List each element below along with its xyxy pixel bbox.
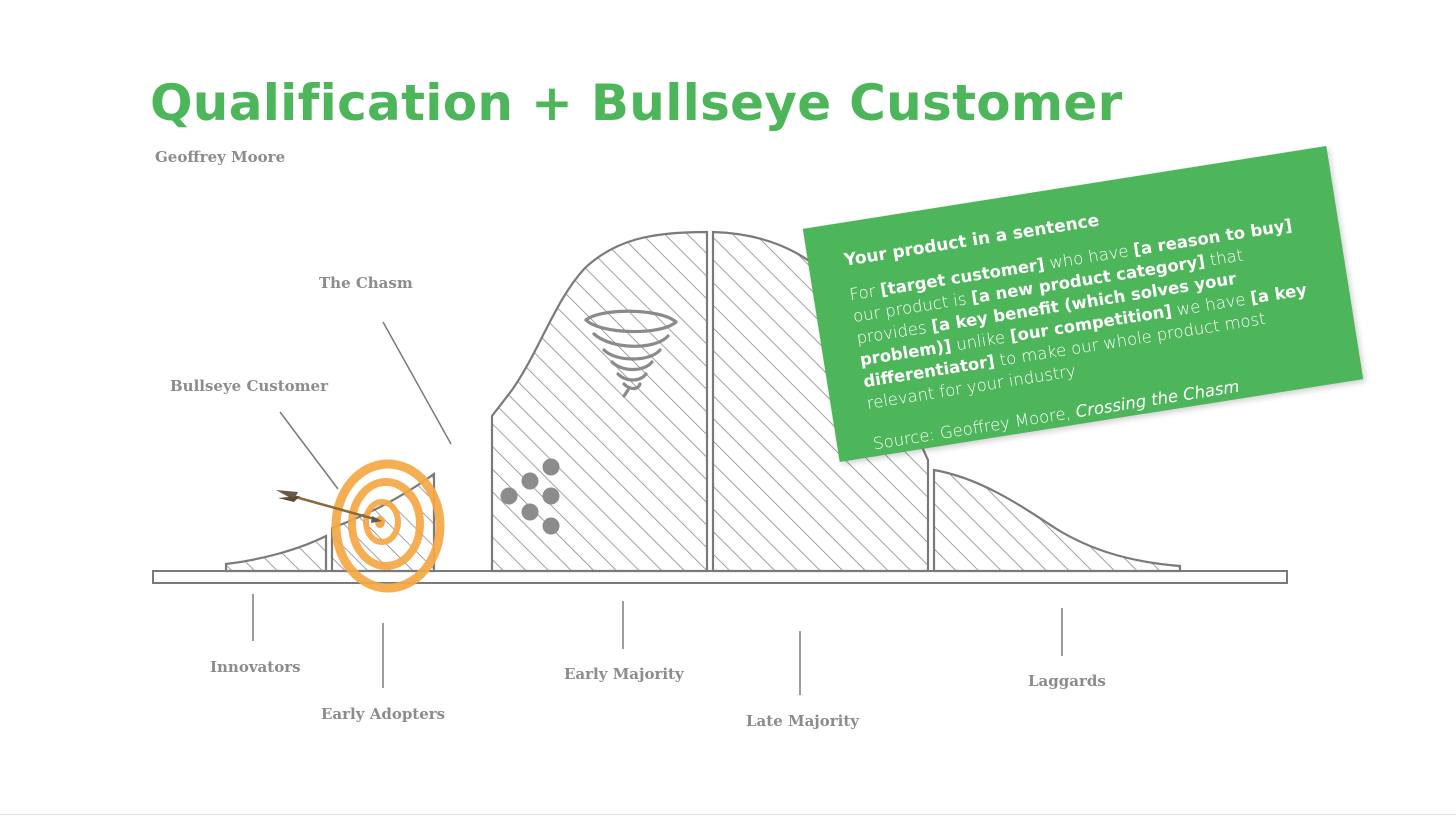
card-text: For bbox=[848, 280, 882, 305]
baseline-bar bbox=[152, 570, 1288, 584]
label-bullseye-customer: Bullseye Customer bbox=[170, 377, 328, 395]
early-majority-segment bbox=[490, 230, 709, 573]
dots-cluster-icon bbox=[500, 458, 560, 535]
label-innovators: Innovators bbox=[210, 658, 301, 676]
label-the-chasm: The Chasm bbox=[319, 274, 413, 292]
bullseye-pointer-line bbox=[279, 411, 339, 490]
bottom-divider bbox=[0, 814, 1456, 815]
slide-author: Geoffrey Moore bbox=[155, 148, 286, 166]
bullseye-target-icon bbox=[331, 459, 445, 593]
chasm-pointer-line bbox=[382, 321, 452, 445]
tornado-icon bbox=[584, 309, 678, 398]
laggards-segment bbox=[932, 468, 1182, 573]
label-late-majority: Late Majority bbox=[746, 712, 859, 730]
label-early-majority: Early Majority bbox=[564, 665, 684, 683]
label-early-adopters: Early Adopters bbox=[321, 705, 446, 723]
innovators-segment bbox=[224, 534, 328, 573]
label-laggards: Laggards bbox=[1028, 672, 1106, 690]
slide-title: Qualification + Bullseye Customer bbox=[150, 74, 1123, 132]
arrow-icon bbox=[276, 490, 382, 523]
